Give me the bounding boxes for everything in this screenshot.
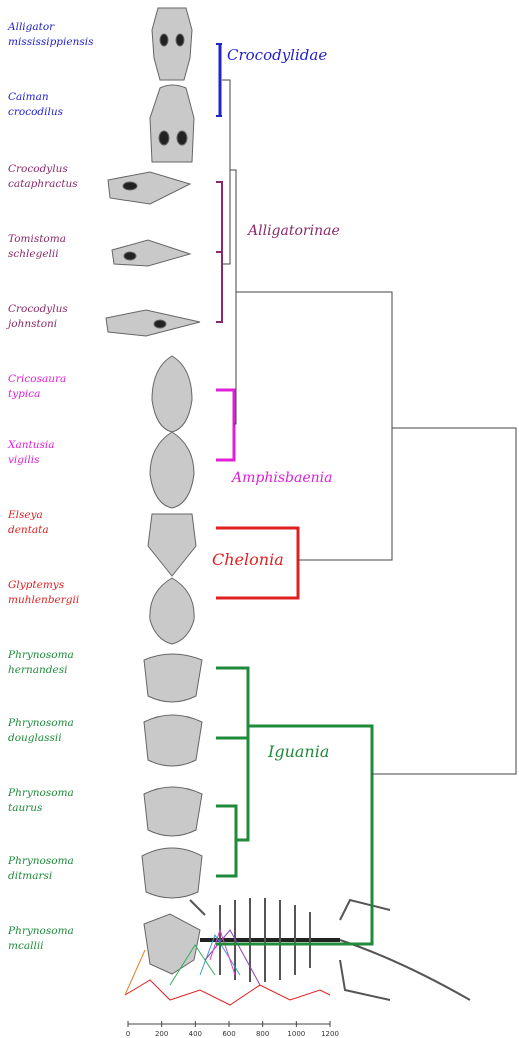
branch-root (372, 428, 516, 774)
skull-johnstoni (106, 310, 200, 336)
landmark-red (125, 980, 330, 1005)
skull-douglassii (144, 715, 202, 766)
landmark-pink (210, 930, 235, 975)
skull-mcallii (144, 914, 200, 974)
skull-caiman-orbit-left (159, 131, 169, 145)
skull-alligator (152, 8, 192, 80)
skull-glyptemys (150, 578, 194, 644)
skull-caiman (150, 85, 194, 162)
skeleton-hind-limb (340, 900, 390, 920)
skull-cataphractus-orbit (123, 182, 137, 190)
bracket-alligatorinae (216, 182, 222, 322)
clade-label-iguania: Iguania (268, 742, 329, 761)
skull-johnstoni-orbit (154, 320, 166, 328)
skull-hernandesi (144, 654, 202, 702)
clade-brackets (216, 44, 372, 944)
skull-xantusia (150, 432, 194, 508)
landmark-orange (125, 950, 145, 995)
skeleton-tail (340, 940, 470, 1000)
scale-tick-label: 800 (256, 1030, 269, 1038)
skeleton-fore-limb (190, 900, 205, 915)
clade-label-amphisbaenia: Amphisbaenia (232, 470, 332, 486)
scale-tick-label: 600 (222, 1030, 235, 1038)
skull-cataphractus (108, 172, 190, 204)
branch-archosaur (236, 292, 392, 560)
clade-label-crocodylidae: Crocodylidae (227, 46, 327, 64)
scale-axis: 0 200 400 600 800 1000 1200 (126, 1021, 339, 1038)
skull-taurus (144, 787, 202, 836)
branch-croc-up (230, 170, 236, 292)
skull-alligator-orbit-right (176, 34, 184, 46)
scale-tick-label: 1000 (287, 1030, 305, 1038)
clade-label-chelonia: Chelonia (212, 550, 284, 569)
bracket-iguania-inner (216, 668, 248, 876)
skull-illustrations (106, 8, 202, 974)
skull-elseya (148, 514, 196, 576)
skull-alligator-orbit-left (160, 34, 168, 46)
clade-label-alligatorinae: Alligatorinae (248, 223, 340, 239)
tree-branches (222, 80, 516, 774)
lizard-skeleton-illustration (190, 898, 470, 1000)
bracket-amphisbaenia (216, 390, 234, 460)
skull-tomistoma (112, 240, 190, 266)
skeleton-hind-limb-lower (340, 960, 390, 1000)
branch-croc-join (222, 80, 230, 264)
scale-tick-label: 200 (155, 1030, 168, 1038)
scale-tick-label: 1200 (321, 1030, 339, 1038)
skull-caiman-orbit-right (177, 131, 187, 145)
skull-tomistoma-orbit (124, 252, 136, 260)
skull-cricosaura (152, 356, 192, 432)
skull-ditmarsi (142, 848, 202, 898)
scale-tick-label: 400 (189, 1030, 202, 1038)
scale-tick-label: 0 (126, 1030, 130, 1038)
